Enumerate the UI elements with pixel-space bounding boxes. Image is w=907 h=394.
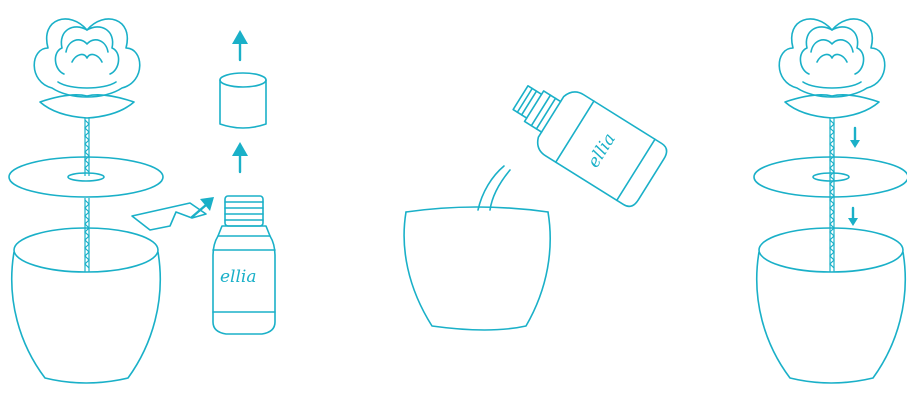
flower-top-icon xyxy=(34,19,140,118)
step-pour-panel: ellia xyxy=(380,0,680,394)
arrow-up-top-icon xyxy=(232,30,248,60)
seal-card-icon xyxy=(132,203,206,230)
wick-upper-icon xyxy=(85,118,89,176)
lid-disc-icon xyxy=(9,157,163,197)
vase-assembled-icon xyxy=(757,228,906,383)
oil-bottle-icon: ellia xyxy=(213,196,275,334)
flower-top-assembled-icon xyxy=(779,19,885,118)
oil-stream-icon xyxy=(478,166,510,210)
bottle-brand-label: ellia xyxy=(220,267,257,287)
bottle-cap-icon xyxy=(220,73,266,128)
vase-icon xyxy=(12,228,161,383)
arrow-down-top-icon xyxy=(850,128,860,148)
arrow-down-bottom-icon xyxy=(848,208,858,226)
pouring-bottle-icon: ellia xyxy=(501,67,670,210)
wick-assembled-icon xyxy=(830,118,834,272)
pour-bottle-brand-label: ellia xyxy=(584,130,620,172)
wick-lower-icon xyxy=(85,198,89,272)
arrow-up-bottom-icon xyxy=(232,142,248,172)
vase-open-icon xyxy=(404,207,550,330)
step-reassemble-panel xyxy=(745,0,907,394)
step-disassemble-panel: ellia xyxy=(0,0,300,394)
